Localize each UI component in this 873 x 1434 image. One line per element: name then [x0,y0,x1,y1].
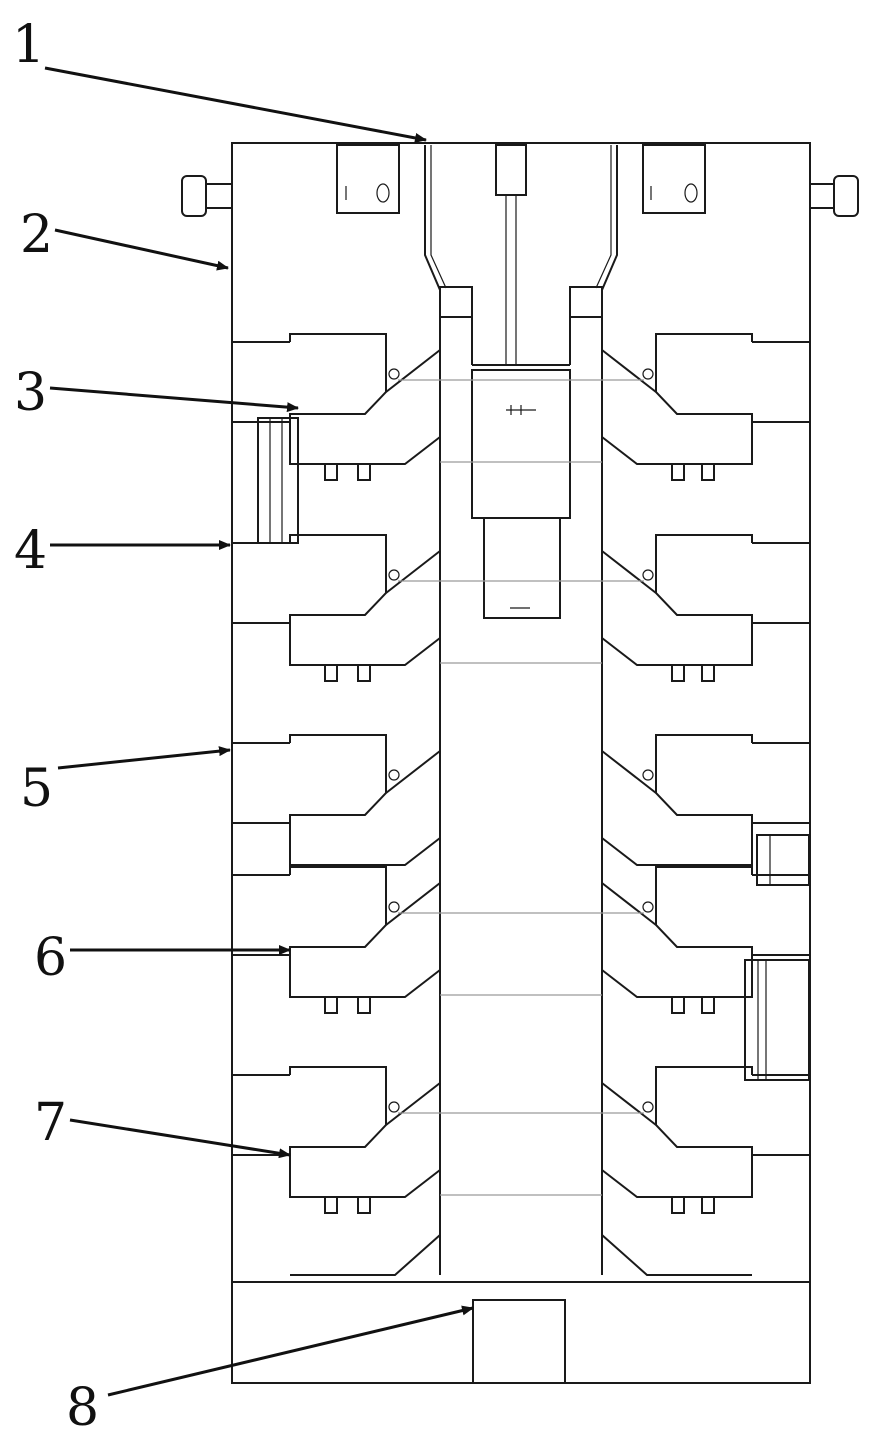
part-labels: 1 2 3 4 5 6 7 8 [12,15,99,1434]
bolt-stub [671,463,685,481]
plate-right-profile [601,1066,753,1198]
pin-left [388,1101,400,1113]
pin-left [388,769,400,781]
bolt-stub [357,463,371,481]
pin-right [642,901,654,913]
bolt-stub [671,664,685,682]
bolt-stub [701,664,715,682]
label-5: 5 [20,759,53,819]
pin-left [388,368,400,380]
label-7: 7 [34,1093,67,1153]
bolt-stub [357,996,371,1014]
pin-right [642,569,654,581]
label-3: 3 [14,363,47,423]
leader-arrows [44,66,474,1397]
bolt-stub [357,1196,371,1214]
bolt-stub [701,463,715,481]
bottom-seat-left [290,1234,441,1276]
bolt-stub [701,996,715,1014]
label-1: 1 [12,15,45,75]
bottom-seat-right [601,1234,752,1276]
plate-left-profile [289,534,441,666]
plate-left-profile [289,1066,441,1198]
bottom-plate [232,1281,810,1384]
plate-left-profile [289,866,441,998]
bolt-stub [671,996,685,1014]
plate-right-profile [601,534,753,666]
right-side-blocks [744,834,810,1081]
bolt-stub [324,463,338,481]
pin-left [388,901,400,913]
plate-left-profile [289,333,441,465]
pin-right [642,769,654,781]
plate-left-profile [289,734,441,866]
pin-left [388,569,400,581]
pin-right [642,368,654,380]
bolt-stub [701,1196,715,1214]
left-side-bolt [181,175,233,217]
bolt-stub [324,1196,338,1214]
bolt-stub [324,664,338,682]
label-8: 8 [66,1378,99,1434]
plate-right-profile [601,333,753,465]
label-6: 6 [34,928,67,988]
top-left-clamp [336,144,400,214]
plate-right-profile [601,866,753,998]
label-4: 4 [14,521,47,581]
bolt-stub [357,664,371,682]
central-core [471,369,571,619]
left-side-block [257,417,299,544]
plate-right-profile [601,734,753,866]
label-2: 2 [20,205,53,265]
right-side-bolt [809,175,859,217]
nozzle-channel [424,144,618,1275]
top-right-clamp [642,144,706,214]
pin-right [642,1101,654,1113]
stacked-plates [232,333,810,1276]
bolt-stub [671,1196,685,1214]
bolt-stub [324,996,338,1014]
